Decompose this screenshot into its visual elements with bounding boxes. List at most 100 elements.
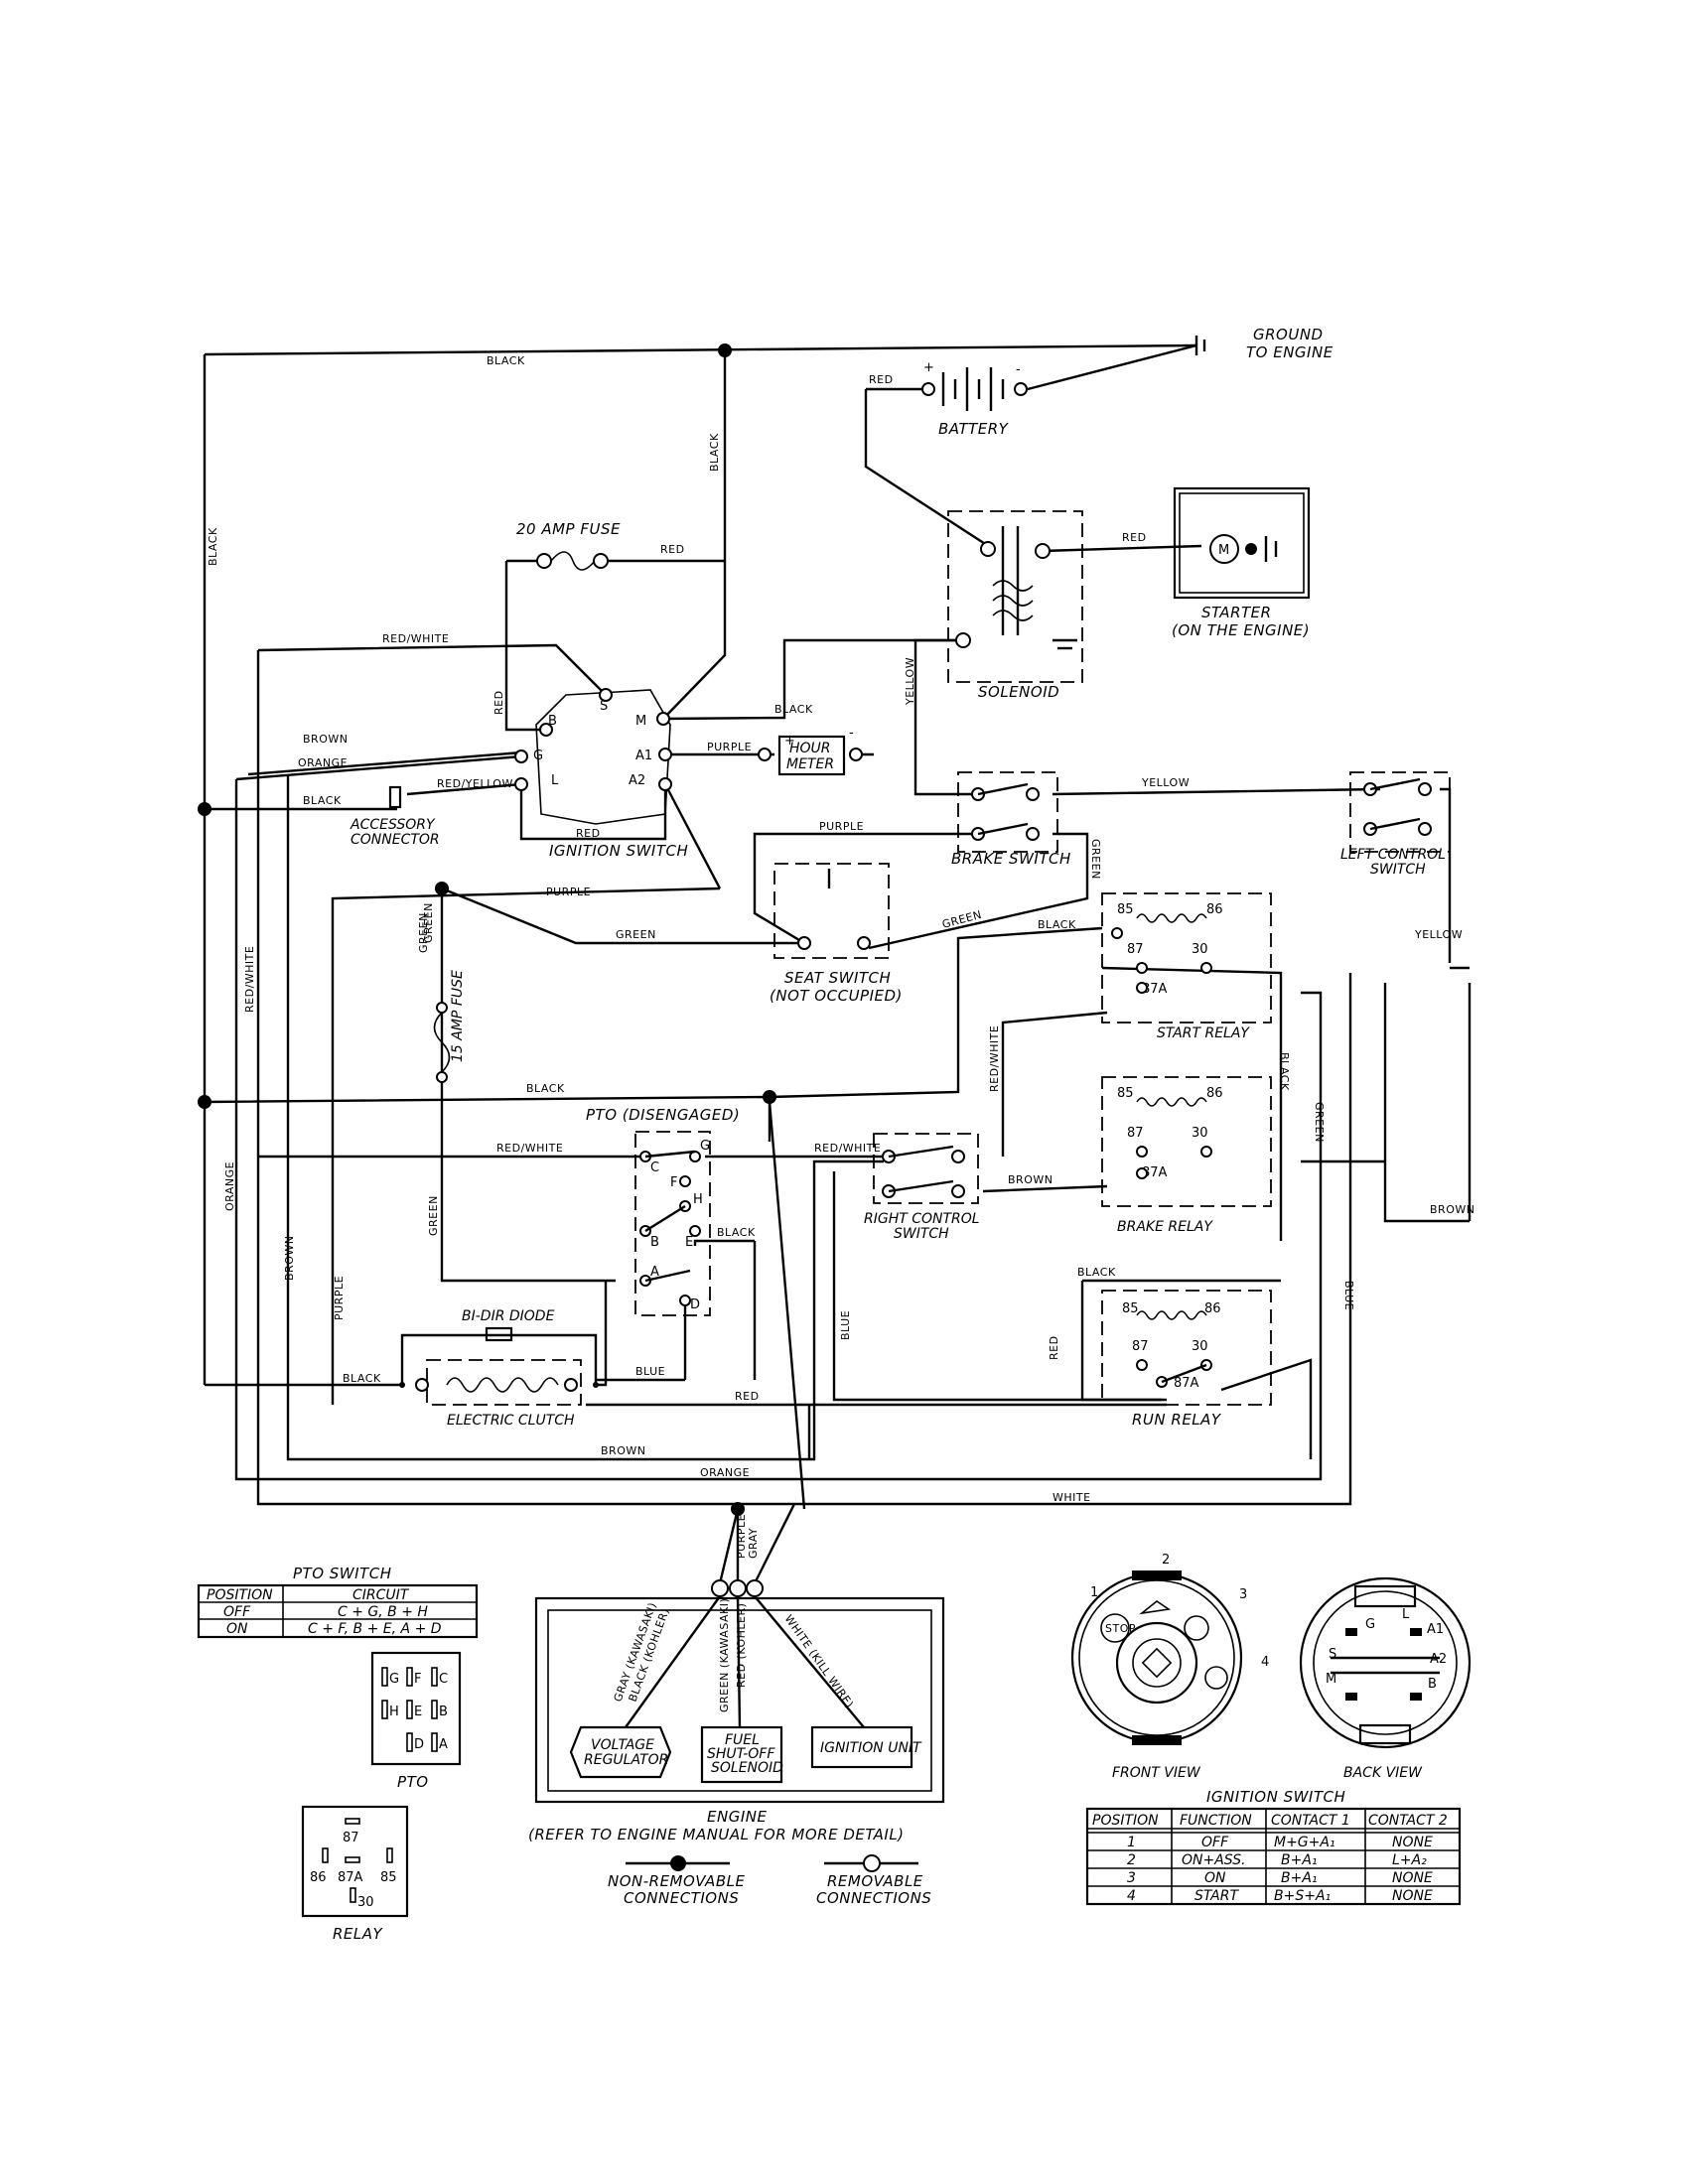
ign-table-r4-pos: 4 <box>1127 1888 1136 1904</box>
wire-label-red-run: RED <box>1048 1335 1060 1360</box>
wire-label-black-top: BLACK <box>487 354 525 367</box>
wire-label-red-ign: RED <box>492 690 505 715</box>
run-relay-87: 87 <box>1132 1339 1149 1354</box>
stop-label: STOP <box>1105 1622 1136 1635</box>
wire-label-black-run: BLACK <box>1077 1266 1116 1279</box>
relay-pin-30: 30 <box>357 1895 374 1910</box>
bidir-diode-label: BI-DIR DIODE <box>462 1308 555 1324</box>
brake-switch-label: BRAKE SWITCH <box>951 850 1071 868</box>
front-view-pos-2: 2 <box>1162 1553 1170 1568</box>
wire-label-purple-engine: PURPLE <box>735 1514 748 1559</box>
junction-dot <box>731 1502 745 1516</box>
relay-pin-diagram: 87 86 87A 85 30 RELAY <box>301 1805 409 1943</box>
ign-table-header-contact2: CONTACT 2 <box>1368 1813 1448 1829</box>
pto-term-G: G <box>700 1139 710 1154</box>
pto-table-row-on-circuit: C + F, B + E, A + D <box>308 1621 442 1637</box>
wire-label-purple-brake: PURPLE <box>819 820 864 833</box>
run-relay-86: 86 <box>1204 1301 1221 1316</box>
pto-pin-label: G <box>389 1672 399 1687</box>
start-relay-label: START RELAY <box>1157 1025 1250 1041</box>
pto-pin-slot <box>381 1700 388 1719</box>
ign-table-r2-c2: L+A₂ <box>1392 1852 1427 1868</box>
wire-label-brown-left: BROWN <box>283 1236 296 1281</box>
wire-label-brown-right: BROWN <box>1430 1203 1474 1216</box>
wire-label-purple-mid: PURPLE <box>546 886 591 898</box>
back-view-G: G <box>1365 1617 1375 1632</box>
pto-switch: C G F H B E A D PTO (DISENGAGED) <box>586 1106 740 1316</box>
wire-label-red-clutch: RED <box>735 1390 760 1403</box>
run-relay-85: 85 <box>1122 1301 1139 1316</box>
wire-label-red-ign-bottom: RED <box>576 827 601 840</box>
pto-pin-slot <box>431 1732 438 1752</box>
wire-label-black-acc: BLACK <box>303 794 342 807</box>
pto-pin-slot <box>431 1667 438 1687</box>
junction-dot <box>399 1382 405 1388</box>
wire-label-green-seat: GREEN <box>616 928 656 941</box>
ign-table-r1-pos: 1 <box>1127 1835 1136 1850</box>
pto-pin-slot <box>406 1732 413 1752</box>
pto-switch-table: PTO SWITCH POSITION CIRCUIT OFF C + G, B… <box>197 1565 479 1639</box>
run-relay-30: 30 <box>1192 1339 1208 1354</box>
pto-pin-label: D <box>414 1737 424 1752</box>
wire-label-red-starter: RED <box>1122 531 1147 544</box>
wire-label-black-solenoid: BLACK <box>774 703 813 716</box>
wire-label-purple-hour: PURPLE <box>707 741 752 753</box>
engine-wire-red-koh: RED (KOHLER) <box>735 1603 748 1688</box>
wire-label-black-clutch: BLACK <box>343 1372 381 1385</box>
seat-switch-label-2: (NOT OCCUPIED) <box>770 987 903 1005</box>
wire-label-blue-right: BLUE <box>1342 1281 1355 1310</box>
wire-label-green-upper: GREEN <box>417 912 430 953</box>
hour-meter-minus: - <box>849 726 854 741</box>
pto-term-H: H <box>693 1192 703 1207</box>
wire-label-brown-rc: BROWN <box>1008 1173 1052 1186</box>
run-relay-label: RUN RELAY <box>1132 1411 1222 1429</box>
fuel-solenoid-label-2: SHUT-OFF <box>707 1746 775 1762</box>
relay-pin-85: 85 <box>380 1870 397 1885</box>
pto-term-C: C <box>650 1160 659 1175</box>
pto-pin-label: A <box>439 1737 448 1752</box>
brake-relay-86: 86 <box>1206 1086 1223 1101</box>
ign-table-r1-c2: NONE <box>1392 1835 1433 1850</box>
wire-label-red-white-rc: RED/WHITE <box>814 1142 881 1155</box>
engine-wire-green-kaw: GREEN (KAWASAKI) <box>718 1598 731 1712</box>
back-view-L: L <box>1402 1607 1410 1622</box>
wire-label-green-pto: GREEN <box>427 1195 440 1236</box>
wire-label-brown-top: BROWN <box>303 733 348 746</box>
junction-dot <box>198 1095 211 1109</box>
run-relay-87A: 87A <box>1174 1376 1199 1391</box>
battery-minus: - <box>1016 362 1021 377</box>
junction-dot <box>435 882 449 895</box>
ign-table-r3-pos: 3 <box>1127 1870 1136 1886</box>
pto-pin-label: E <box>414 1705 422 1719</box>
back-view-M: M <box>1326 1672 1336 1687</box>
wire-network <box>203 343 1472 1584</box>
wire-label-red-white-left: RED/WHITE <box>243 946 256 1013</box>
wire-label-black-left: BLACK <box>207 527 219 566</box>
junction-dots <box>198 343 776 1516</box>
back-view-A2: A2 <box>1430 1652 1447 1667</box>
accessory-connector: ACCESSORY CONNECTOR <box>350 785 440 848</box>
fuse-15-label: 15 AMP FUSE <box>450 970 466 1062</box>
brake-relay-87: 87 <box>1127 1126 1144 1141</box>
battery-plus: + <box>923 360 934 375</box>
start-relay-87: 87 <box>1127 942 1144 957</box>
start-relay-87A: 87A <box>1142 982 1168 997</box>
engine-box: GRAY (KAWASAKI) BLACK (KOHLER) GREEN (KA… <box>528 1579 945 1843</box>
wire-label-green-fuse: GREEN <box>422 902 435 943</box>
ign-table-r2-c1: B+A₁ <box>1281 1852 1318 1868</box>
pto-pin-slot <box>406 1667 413 1687</box>
pto-table-header-position: POSITION <box>207 1587 273 1603</box>
non-removable-label-2: CONNECTIONS <box>624 1889 739 1907</box>
ground-label: GROUND <box>1253 326 1324 343</box>
ign-table-r2-fn: ON+ASS. <box>1182 1852 1246 1868</box>
ignition-switch-label: IGNITION SWITCH <box>549 842 688 860</box>
ign-table-header-contact1: CONTACT 1 <box>1271 1813 1350 1829</box>
wire-label-green-brake: GREEN <box>1089 839 1102 880</box>
wire-label-green-right: GREEN <box>1313 1102 1326 1143</box>
wire-label-red-white-pto: RED/WHITE <box>496 1142 563 1155</box>
wire-label-brown-bottom: BROWN <box>601 1444 645 1457</box>
ign-table-header-function: FUNCTION <box>1180 1813 1252 1829</box>
engine-label: ENGINE <box>707 1808 767 1826</box>
ignition-front-view: STOP 1 2 3 4 FRONT VIEW <box>1070 1553 1269 1781</box>
ign-term-L: L <box>551 773 559 788</box>
